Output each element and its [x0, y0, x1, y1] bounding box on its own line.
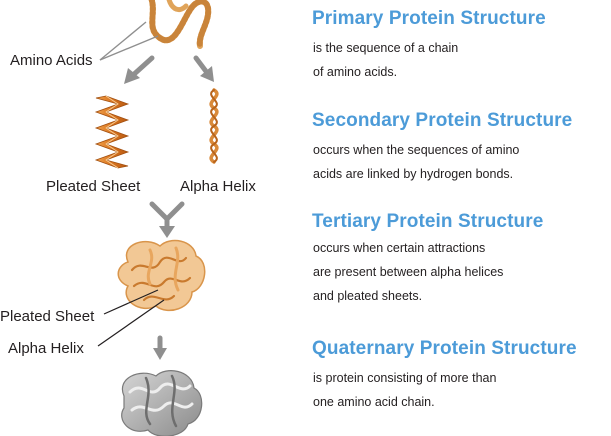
secondary-structure-heading: Secondary Protein Structure: [312, 110, 573, 131]
description-line: is protein consisting of more than: [313, 371, 497, 385]
description-line: occurs when certain attractions: [313, 241, 486, 255]
tertiary-alpha-helix-label: Alpha Helix: [8, 340, 84, 357]
pleated-sheet-label: Pleated Sheet: [46, 178, 141, 195]
merge-arrow-icon: [149, 201, 185, 238]
down-arrow-icon: [153, 335, 167, 360]
amino-acid-pointer: [99, 21, 159, 61]
description-line: acids are linked by hydrogen bonds.: [313, 167, 514, 181]
protein-structure-diagram: [94, 0, 219, 436]
description-line: are present between alpha helices: [313, 265, 504, 279]
amino-acids-label: Amino Acids: [10, 52, 93, 69]
amino-acid-chain: [148, 0, 212, 49]
tertiary-structure-description: occurs when certain attractions are pres…: [313, 238, 503, 310]
split-arrow-icon: [124, 55, 214, 84]
alpha-helix-icon: [209, 88, 219, 164]
tertiary-pointer-lines: [97, 289, 165, 347]
description-line: and pleated sheets.: [313, 289, 423, 303]
description-line: of amino acids.: [313, 65, 398, 79]
alpha-helix-label: Alpha Helix: [180, 178, 256, 195]
description-line: is the sequence of a chain: [313, 41, 459, 55]
tertiary-pleated-sheet-label: Pleated Sheet: [0, 308, 95, 325]
tertiary-structure-heading: Tertiary Protein Structure: [312, 211, 544, 232]
pleated-sheet-icon: [94, 95, 130, 169]
quaternary-structure-heading: Quaternary Protein Structure: [312, 338, 577, 359]
primary-structure-description: is the sequence of a chain of amino acid…: [313, 38, 458, 86]
tertiary-structure-icon: [117, 239, 206, 312]
primary-structure-heading: Primary Protein Structure: [312, 8, 546, 29]
quaternary-structure-icon: [121, 370, 203, 436]
quaternary-structure-description: is protein consisting of more than one a…: [313, 368, 496, 416]
description-line: one amino acid chain.: [313, 395, 435, 409]
description-line: occurs when the sequences of amino: [313, 143, 520, 157]
secondary-structure-description: occurs when the sequences of amino acids…: [313, 140, 519, 188]
